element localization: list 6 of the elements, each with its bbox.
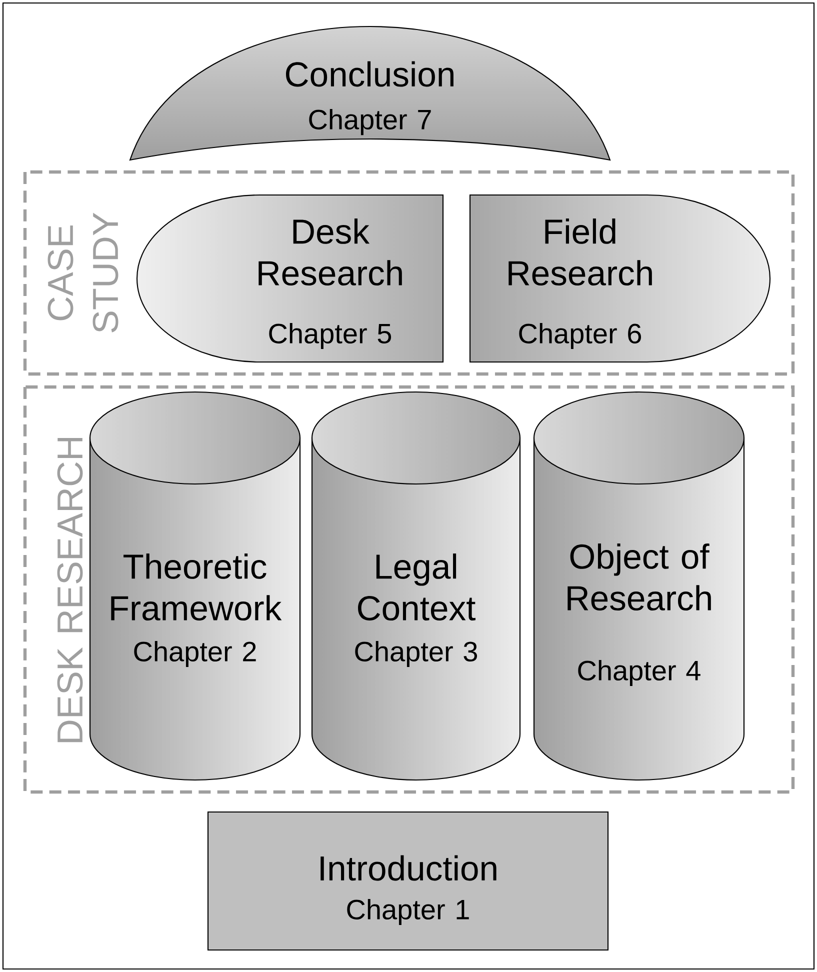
cylinder: Legal Context Chapter 3	[311, 391, 521, 781]
rounded-box: Field Research Chapter 6	[469, 194, 771, 363]
rounded-box: Desk Research Chapter 5	[136, 194, 444, 363]
cylinder: Theoretic Framework Chapter 2	[89, 391, 301, 781]
rectangle-box: Introduction Chapter 1	[207, 811, 609, 951]
cylinder: Object of Research Chapter 4	[533, 391, 745, 781]
